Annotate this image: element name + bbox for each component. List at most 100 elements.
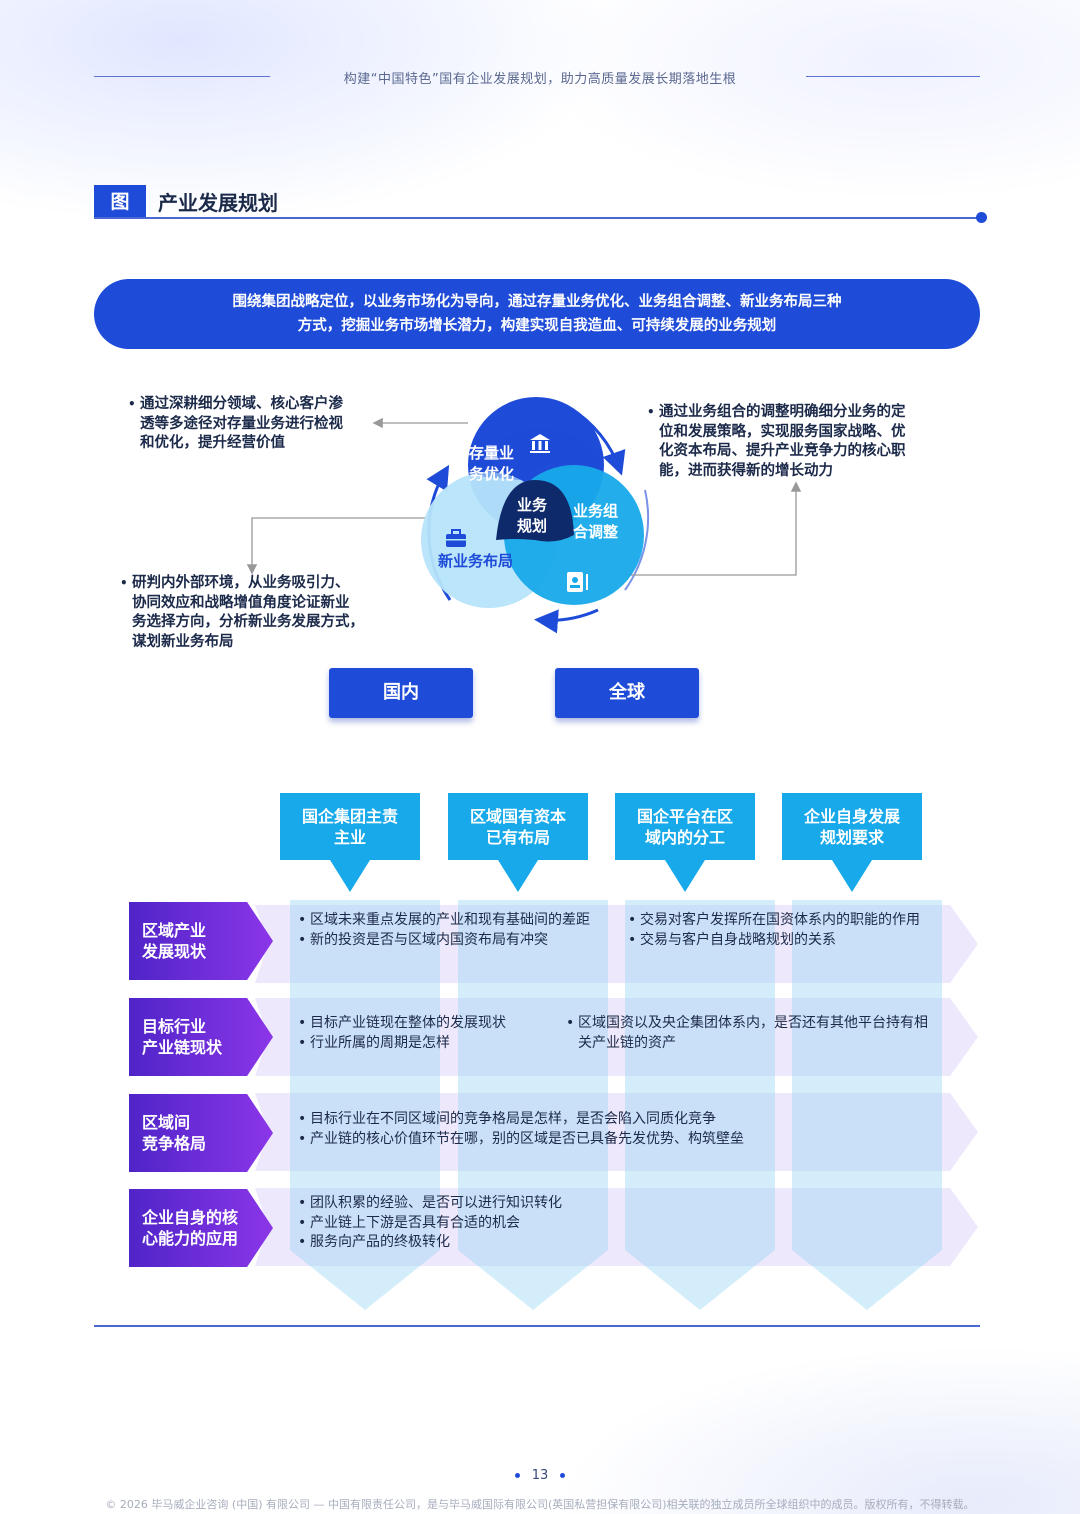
scope-global: 全球 (555, 668, 699, 718)
column-band-4 (792, 900, 942, 1310)
banner-line-1: 围绕集团战略定位，以业务市场化为导向，通过存量业务优化、业务组合调整、新业务布局… (232, 294, 842, 310)
running-title: 构建“中国特色”国有企业发展规划，助力高质量发展长期落地生根 (343, 72, 737, 87)
note-bottom-left: • 研判内外部环境，从业务吸引力、 协同效应和战略增值角度论证新业 务选择方向，… (120, 574, 364, 652)
note-top-left-line-1: 通过深耕细分领域、核心客户渗 (140, 396, 343, 412)
list-item: 交易对客户发挥所在国资体系内的职能的作用 (628, 911, 928, 931)
note-top-left: • 通过深耕细分领域、核心客户渗 透等多途径对存量业务进行检视 和优化，提升经营… (128, 395, 343, 454)
venn-label-optimize-line-2: 务优化 (469, 465, 515, 483)
row-1-right-cell: 交易对客户发挥所在国资体系内的职能的作用 交易与客户自身战略规划的关系 (628, 911, 928, 950)
column-header-1-line-1: 国企集团主责 (301, 806, 398, 826)
note-top-left-line-2: 透等多途径对存量业务进行检视 (140, 415, 343, 432)
column-arrow-3 (665, 860, 705, 892)
venn-label-optimize-line-1: 存量业 (469, 444, 515, 462)
note-top-right-line-2: 位和发展策略，实现服务国家战略、优 (659, 423, 906, 440)
venn-label-portfolio-line-1: 业务组 (573, 502, 619, 520)
summary-banner: 围绕集团战略定位，以业务市场化为导向，通过存量业务优化、业务组合调整、新业务布局… (94, 279, 980, 349)
figure-tag: 图 (94, 185, 146, 219)
column-header-3: 国企平台在区域内的分工 (615, 793, 755, 860)
list-item: 产业链的核心价值环节在哪，别的区域是否已具备先发优势、构筑壁垒 (298, 1130, 776, 1150)
connector-right (625, 481, 802, 576)
bank-icon (530, 434, 550, 453)
document-icon (567, 572, 588, 592)
venn-label-optimize: 存量业 务优化 (469, 443, 514, 485)
column-header-3-line-1: 国企平台在区 (636, 806, 733, 826)
column-arrow-2 (498, 860, 538, 892)
column-header-2: 区域国有资本已有布局 (448, 793, 588, 860)
connector-bottom-left (246, 517, 432, 575)
row-label-4-line-1: 企业自身的核 (142, 1208, 239, 1227)
column-header-2-line-2: 已有布局 (485, 827, 550, 847)
venn-overlap-tint (476, 428, 604, 480)
column-header-3-line-2: 域内的分工 (644, 827, 725, 847)
column-arrow-4 (832, 860, 872, 892)
copyright-footer: © 2026 毕马威企业咨询 (中国) 有限公司 — 中国有限责任公司，是与毕马… (105, 1498, 975, 1511)
row-label-1: 区域产业发展现状 (129, 902, 273, 980)
row-label-2: 目标行业产业链现状 (129, 998, 273, 1076)
venn-label-new-business: 新业务布局 (438, 552, 514, 570)
venn-label-core: 业务 规划 (517, 495, 547, 537)
row-1-left-cell: 区域未来重点发展的产业和现有基础间的差距 新的投资是否与区域内国资布局有冲突 (298, 911, 598, 950)
scope-domestic: 国内 (329, 668, 473, 718)
figure-title-dot (976, 212, 987, 223)
row-label-4: 企业自身的核心能力的应用 (129, 1189, 273, 1267)
list-item: 新的投资是否与区域内国资布局有冲突 (298, 931, 598, 951)
note-top-right-line-1: 通过业务组合的调整明确细分业务的定 (659, 404, 906, 420)
cycle-arc-right (624, 489, 650, 591)
note-bottom-left-line-1: 研判内外部环境，从业务吸引力、 (132, 575, 350, 591)
page-number-text: 13 (531, 1468, 549, 1483)
note-bottom-left-line-3: 务选择方向，分析新业务发展方式， (132, 614, 364, 630)
venn-label-core-line-1: 业务 (517, 496, 548, 514)
row-label-4-line-2: 心能力的应用 (142, 1229, 239, 1248)
column-band-3 (625, 900, 775, 1310)
venn-label-portfolio-line-2: 合调整 (573, 523, 619, 541)
row-3-left-cell: 目标行业在不同区域间的竞争格局是怎样，是否会陷入同质化竞争 产业链的核心价值环节… (298, 1110, 776, 1149)
note-bottom-left-line-2: 协同效应和战略增值角度论证新业 (132, 594, 350, 611)
column-header-4: 企业自身发展规划要求 (782, 793, 922, 860)
venn-label-core-line-2: 规划 (517, 517, 548, 535)
row-label-2-line-1: 目标行业 (142, 1017, 207, 1036)
header-rule-right (806, 76, 980, 77)
list-item: 服务向产品的终极转化 (298, 1233, 618, 1253)
column-header-2-line-1: 区域国有资本 (469, 806, 566, 826)
row-4-left-cell: 团队积累的经验、是否可以进行知识转化 产业链上下游是否具有合适的机会 服务向产品… (298, 1194, 618, 1253)
row-label-3-line-2: 竞争格局 (142, 1134, 207, 1153)
list-item: 区域国资以及央企集团体系内，是否还有其他平台持有相关产业链的资产 (566, 1014, 928, 1053)
list-item: 交易与客户自身战略规划的关系 (628, 931, 928, 951)
list-item: 产业链上下游是否具有合适的机会 (298, 1214, 618, 1234)
column-header-1-line-2: 主业 (333, 827, 366, 847)
business-planning-venn (246, 397, 802, 634)
list-item: 行业所属的周期是怎样 (298, 1034, 538, 1054)
row-label-1-line-2: 发展现状 (142, 942, 207, 961)
column-header-4-line-2: 规划要求 (819, 827, 884, 847)
list-item: 团队积累的经验、是否可以进行知识转化 (298, 1194, 618, 1214)
figure-title-rule (94, 217, 980, 219)
bullet: • (120, 576, 128, 590)
bottom-rule (94, 1325, 980, 1327)
note-top-left-line-3: 和优化，提升经营价值 (140, 435, 285, 451)
briefcase-icon (446, 529, 466, 547)
row-2-left-cell: 目标产业链现在整体的发展现状 行业所属的周期是怎样 (298, 1014, 538, 1053)
row-label-1-line-1: 区域产业 (142, 921, 207, 940)
note-top-right-line-4: 能，进而获得新的增长动力 (659, 462, 833, 479)
note-top-right-line-3: 化资本布局、提升产业竞争力的核心职 (659, 443, 906, 459)
bullet: • (647, 405, 655, 419)
cycle-arrow-bottom (534, 608, 599, 634)
column-header-1: 国企集团主责主业 (280, 793, 420, 860)
list-item: 目标行业在不同区域间的竞争格局是怎样，是否会陷入同质化竞争 (298, 1110, 776, 1130)
figure-title: 产业发展规划 (158, 191, 278, 215)
page-number: 13 (0, 1468, 1080, 1483)
note-top-right: • 通过业务组合的调整明确细分业务的定 位和发展策略，实现服务国家战略、优 化资… (647, 403, 906, 481)
bullet: • (128, 397, 136, 411)
row-label-3-line-1: 区域间 (142, 1113, 191, 1132)
column-arrow-1 (330, 860, 370, 892)
row-label-2-line-2: 产业链现状 (142, 1038, 223, 1057)
list-item: 区域未来重点发展的产业和现有基础间的差距 (298, 911, 598, 931)
row-2-right-cell: 区域国资以及央企集团体系内，是否还有其他平台持有相关产业链的资产 (566, 1014, 928, 1053)
page-dot-left (514, 1473, 520, 1478)
venn-core (496, 480, 574, 542)
header-rule-left (94, 76, 270, 77)
venn-label-portfolio: 业务组 合调整 (573, 501, 618, 543)
page-dot-right (560, 1473, 566, 1478)
row-label-3: 区域间竞争格局 (129, 1094, 273, 1172)
banner-line-2: 方式，挖掘业务市场增长潜力，构建实现自我造血、可持续发展的业务规划 (297, 318, 777, 334)
